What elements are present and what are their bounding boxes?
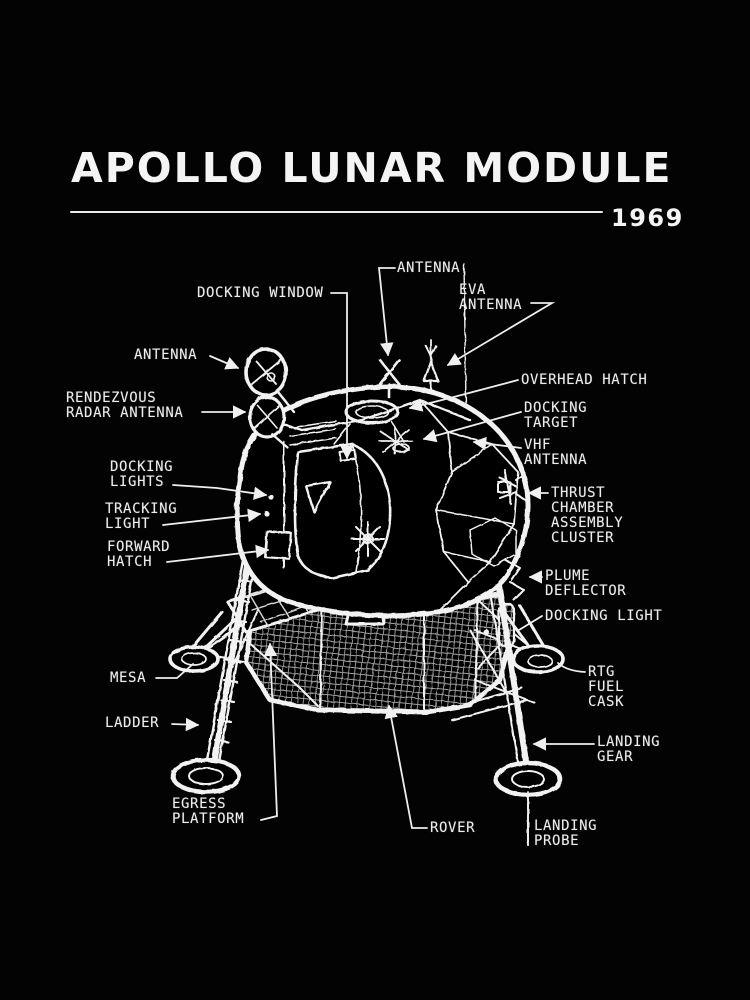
label-eva-antenna: EVA ANTENNA bbox=[459, 282, 523, 313]
label-landing-gear: LANDING GEAR bbox=[597, 734, 661, 765]
footpad bbox=[170, 757, 242, 795]
page-title: APOLLO LUNAR MODULE bbox=[71, 144, 673, 192]
leader-docking-target bbox=[422, 411, 522, 443]
leader-vhf-antenna bbox=[472, 436, 522, 451]
footpad bbox=[511, 644, 565, 674]
leader-rover bbox=[384, 704, 428, 829]
landing-gear-drawing bbox=[168, 545, 565, 846]
leader-overhead-hatch bbox=[408, 379, 519, 412]
label-docking-target: DOCKING TARGET bbox=[524, 400, 588, 431]
title-underline bbox=[70, 211, 603, 213]
footpad bbox=[168, 645, 220, 673]
leader-lines bbox=[155, 267, 595, 846]
leader-antenna-top bbox=[378, 267, 396, 357]
leader-ladder bbox=[171, 717, 200, 732]
docking-tunnel bbox=[344, 399, 400, 425]
ladder-rungs bbox=[213, 578, 254, 744]
rcs-quad-front bbox=[351, 521, 385, 557]
ascent-stage bbox=[234, 263, 531, 619]
label-docking-window: DOCKING WINDOW bbox=[197, 285, 324, 301]
leader-eva-antenna bbox=[446, 302, 556, 366]
label-docking-lights: DOCKING LIGHTS bbox=[110, 459, 174, 490]
plume-deflector-shape bbox=[504, 559, 525, 601]
label-mesa: MESA bbox=[110, 670, 147, 686]
rendezvous-radar-dish bbox=[248, 395, 290, 450]
leader-forward-hatch bbox=[166, 544, 270, 563]
label-plume-deflector: PLUME DEFLECTOR bbox=[545, 568, 627, 599]
leader-mesa bbox=[155, 663, 194, 679]
triangular-window bbox=[304, 480, 332, 514]
docking-light-fixture bbox=[268, 494, 274, 500]
vhf-whip-antenna bbox=[463, 263, 467, 407]
label-antenna-left: ANTENNA bbox=[134, 347, 198, 363]
label-egress-platform: EGRESS PLATFORM bbox=[172, 796, 245, 827]
label-rover: ROVER bbox=[430, 820, 476, 836]
tracking-light-fixture bbox=[264, 511, 270, 517]
module-drawing bbox=[168, 263, 565, 846]
label-antenna-top: ANTENNA bbox=[397, 260, 461, 276]
label-rtg-fuel-cask: RTG FUEL CASK bbox=[588, 664, 625, 710]
footpad bbox=[493, 760, 563, 798]
leader-docking-light bbox=[518, 615, 543, 631]
leader-egress-platform bbox=[260, 642, 278, 821]
year-text: 1969 bbox=[611, 204, 684, 232]
label-ladder: LADDER bbox=[105, 715, 160, 731]
leader-rtg-fuel-cask bbox=[557, 662, 586, 673]
rcs-quad-right bbox=[497, 469, 526, 505]
label-vhf-antenna: VHF ANTENNA bbox=[524, 437, 588, 468]
leader-tracking-light bbox=[162, 508, 262, 526]
label-overhead-hatch: OVERHEAD HATCH bbox=[521, 372, 648, 388]
cabin-front bbox=[293, 442, 392, 580]
label-landing-probe: LANDING PROBE bbox=[534, 818, 598, 849]
label-thrust-chamber: THRUST CHAMBER ASSEMBLY CLUSTER bbox=[551, 485, 624, 546]
leader-docking-lights bbox=[172, 484, 268, 500]
docking-target-mark bbox=[378, 426, 413, 455]
s-band-antenna-dish bbox=[244, 347, 296, 414]
label-tracking-light: TRACKING LIGHT bbox=[105, 501, 178, 532]
label-forward-hatch: FORWARD HATCH bbox=[107, 539, 171, 570]
ascent-antenna-cross bbox=[378, 358, 401, 399]
label-docking-light: DOCKING LIGHT bbox=[545, 608, 663, 624]
forward-hatch-door bbox=[264, 530, 292, 560]
leader-docking-window bbox=[330, 292, 354, 460]
label-rendezvous-radar: RENDEZVOUS RADAR ANTENNA bbox=[66, 390, 184, 421]
eva-antenna-mast bbox=[422, 339, 440, 394]
leader-antenna-left bbox=[209, 355, 240, 370]
